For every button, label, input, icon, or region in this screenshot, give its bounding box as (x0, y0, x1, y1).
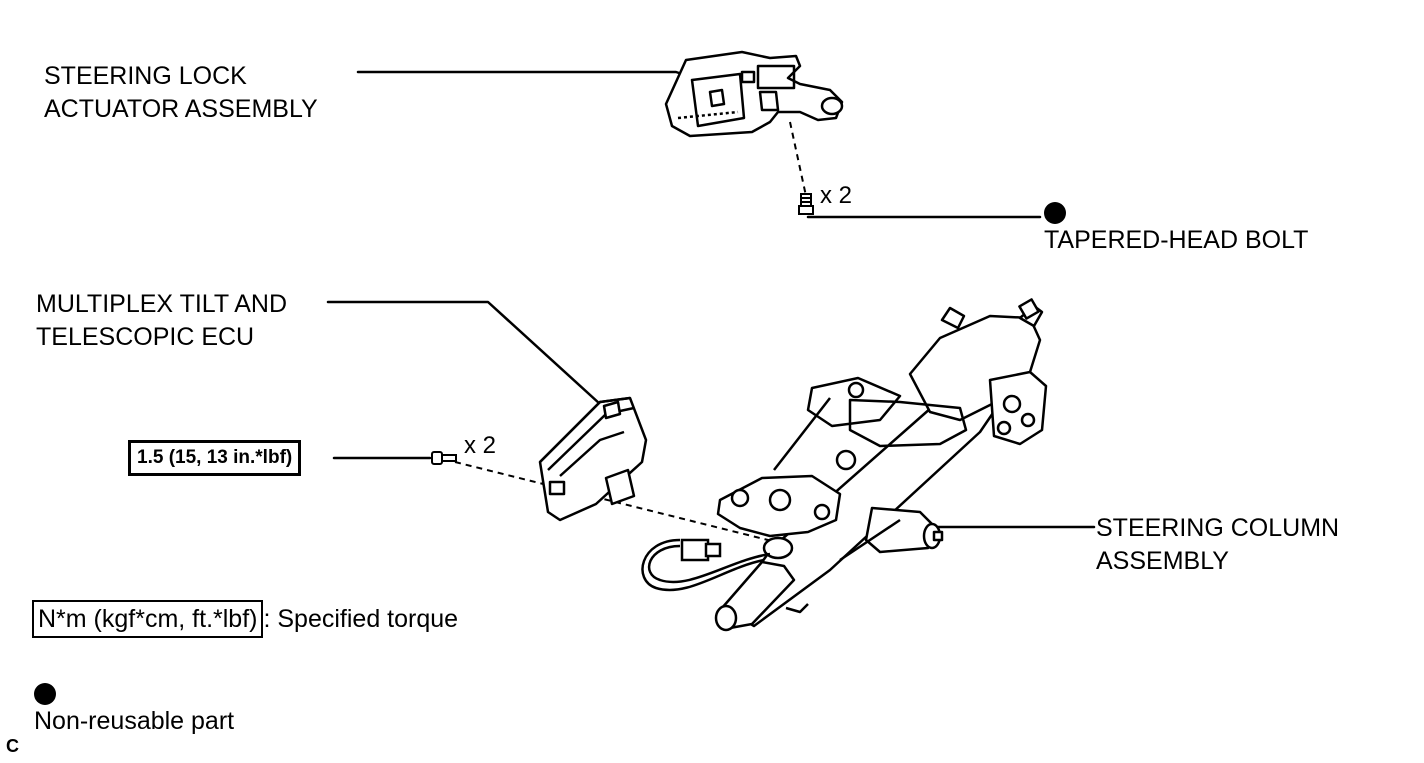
ecu-screw-drawing (431, 451, 457, 465)
nonreusable-marker-icon (1044, 202, 1066, 224)
torque-unit-box: N*m (kgf*cm, ft.*lbf) (32, 600, 264, 638)
corner-code: C (6, 736, 19, 756)
steering-column-label: STEERING COLUMN ASSEMBLY (1096, 514, 1340, 575)
ecu-drawing (538, 396, 648, 522)
leader-line-ecu (326, 300, 602, 406)
torque-legend: N*m (kgf*cm, ft.*lbf): Specified torque (32, 600, 458, 638)
torque-legend-text: : Specified torque (263, 605, 459, 633)
steering-lock-actuator-label: STEERING LOCK ACTUATOR ASSEMBLY (44, 62, 318, 123)
tapered-bolt-drawing (798, 193, 814, 215)
tapered-bolt-label: TAPERED-HEAD BOLT (1044, 202, 1308, 257)
nonreusable-legend-icon (34, 683, 56, 705)
leader-line-steering-lock (356, 70, 702, 82)
steering-column-drawing (714, 298, 1048, 632)
nonreusable-legend: Non-reusable part (34, 683, 234, 738)
screw-quantity-label: x 2 (464, 432, 497, 459)
steering-lock-actuator-drawing (664, 50, 844, 138)
dashed-path-bolt (789, 121, 807, 197)
bolt-quantity-label: x 2 (820, 182, 853, 209)
ecu-label: MULTIPLEX TILT AND TELESCOPIC ECU (36, 290, 288, 351)
wire-harness-drawing (641, 538, 771, 592)
torque-value-box: 1.5 (15, 13 in.*lbf) (128, 440, 302, 476)
